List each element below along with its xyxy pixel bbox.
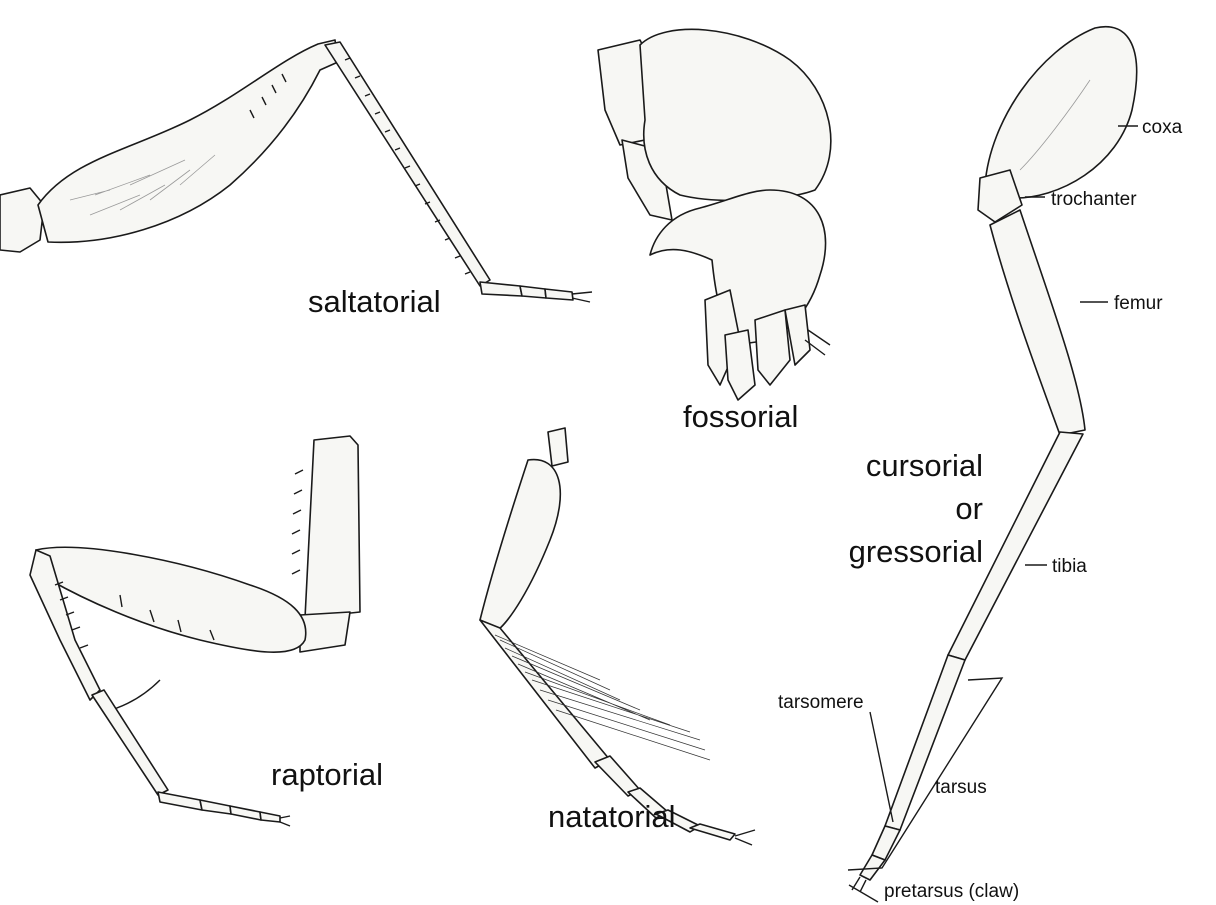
tarsomere-label: tarsomere (778, 692, 864, 713)
natatorial-label: natatorial (548, 799, 676, 834)
tibia-label: tibia (1052, 556, 1087, 577)
saltatorial-label: saltatorial (308, 284, 441, 319)
saltatorial-leg-drawing (0, 40, 592, 302)
cursorial-label-line1: cursorial (866, 448, 983, 483)
natatorial-leg-drawing (480, 428, 755, 845)
pretarsus-label: pretarsus (claw) (884, 881, 1019, 902)
leader-lines (848, 126, 1138, 902)
trochanter-label: trochanter (1051, 189, 1137, 210)
tarsus-label: tarsus (935, 777, 987, 798)
fossorial-label: fossorial (683, 399, 798, 434)
raptorial-label: raptorial (271, 757, 383, 792)
fossorial-leg-drawing (598, 29, 831, 400)
femur-label: femur (1114, 293, 1163, 314)
coxa-label: coxa (1142, 117, 1183, 138)
cursorial-label-line3: gressorial (849, 534, 983, 569)
cursorial-label-line2: or (955, 491, 983, 526)
